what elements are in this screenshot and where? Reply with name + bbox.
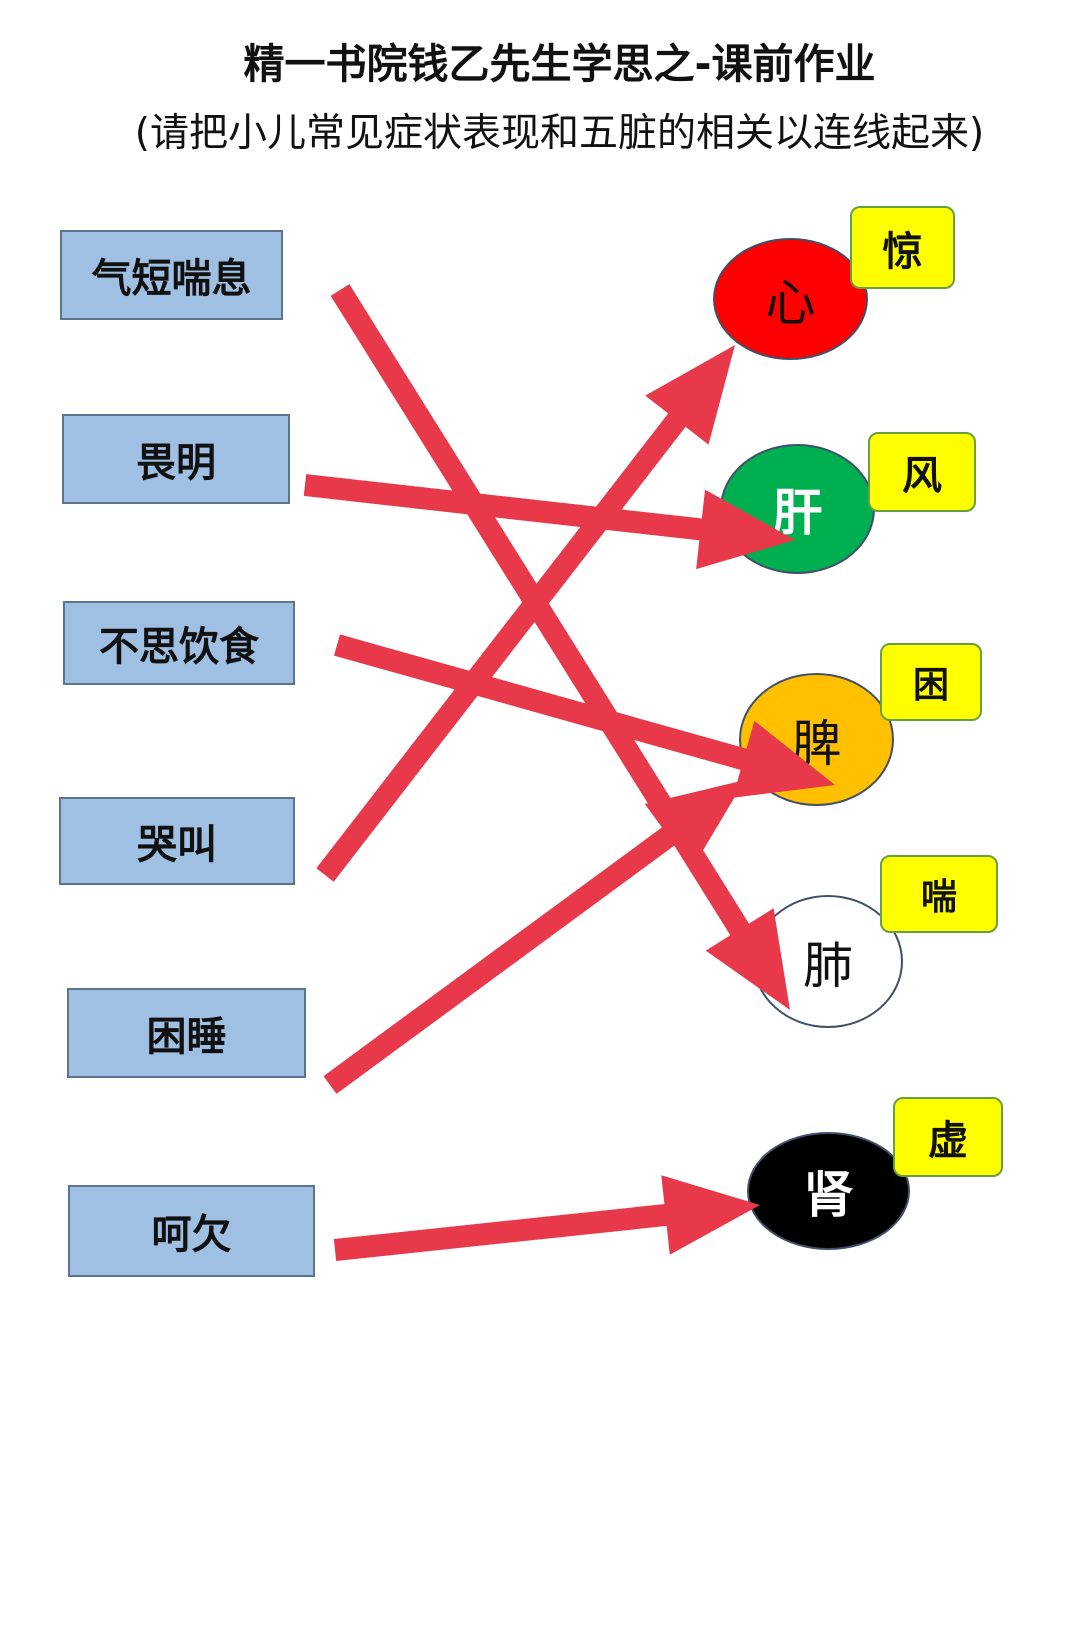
symptom-box-ku-jiao: 哭叫 [59,797,295,885]
symptom-box-bu-si-yin-shi: 不思饮食 [63,601,295,685]
arrow-kun-shui-to-spleen-shaft [323,824,679,1094]
arrow-wei-ming-to-liver-shaft [303,474,707,541]
arrow-qi-duan-to-lung-shaft [330,284,752,940]
arrow-bu-si-to-spleen-shaft [334,634,752,772]
symptom-box-he-qian: 呵欠 [68,1185,315,1277]
organ-liver-circle: 肝 [720,444,875,574]
symptom-box-wei-ming: 畏明 [62,414,290,504]
page-title: 精一书院钱乙先生学思之-课前作业 [243,40,876,88]
organ-tag-xu: 虚 [893,1097,1003,1177]
organ-spleen-circle: 脾 [739,673,894,806]
arrow-he-qian-to-kidney-shaft [333,1203,672,1261]
symptom-box-kun-shui: 困睡 [67,988,306,1078]
arrow-ku-jiao-to-heart-shaft [316,409,689,882]
arrow-kun-shui-to-spleen-head [644,780,745,869]
organ-heart-circle: 心 [713,238,868,360]
page-subtitle: (请把小儿常见症状表现和五脏的相关以连线起来) [134,111,985,156]
organ-tag-feng: 风 [868,432,976,512]
organ-tag-chuan: 喘 [880,855,998,933]
arrow-he-qian-to-kidney-head [661,1175,760,1255]
organ-tag-jing: 惊 [850,206,955,289]
arrow-ku-jiao-to-heart-head [645,345,735,445]
symptom-box-qi-duan-chuan-xi: 气短喘息 [60,230,283,320]
organ-tag-kun: 困 [880,643,982,721]
organ-kidney-circle: 肾 [747,1132,910,1250]
